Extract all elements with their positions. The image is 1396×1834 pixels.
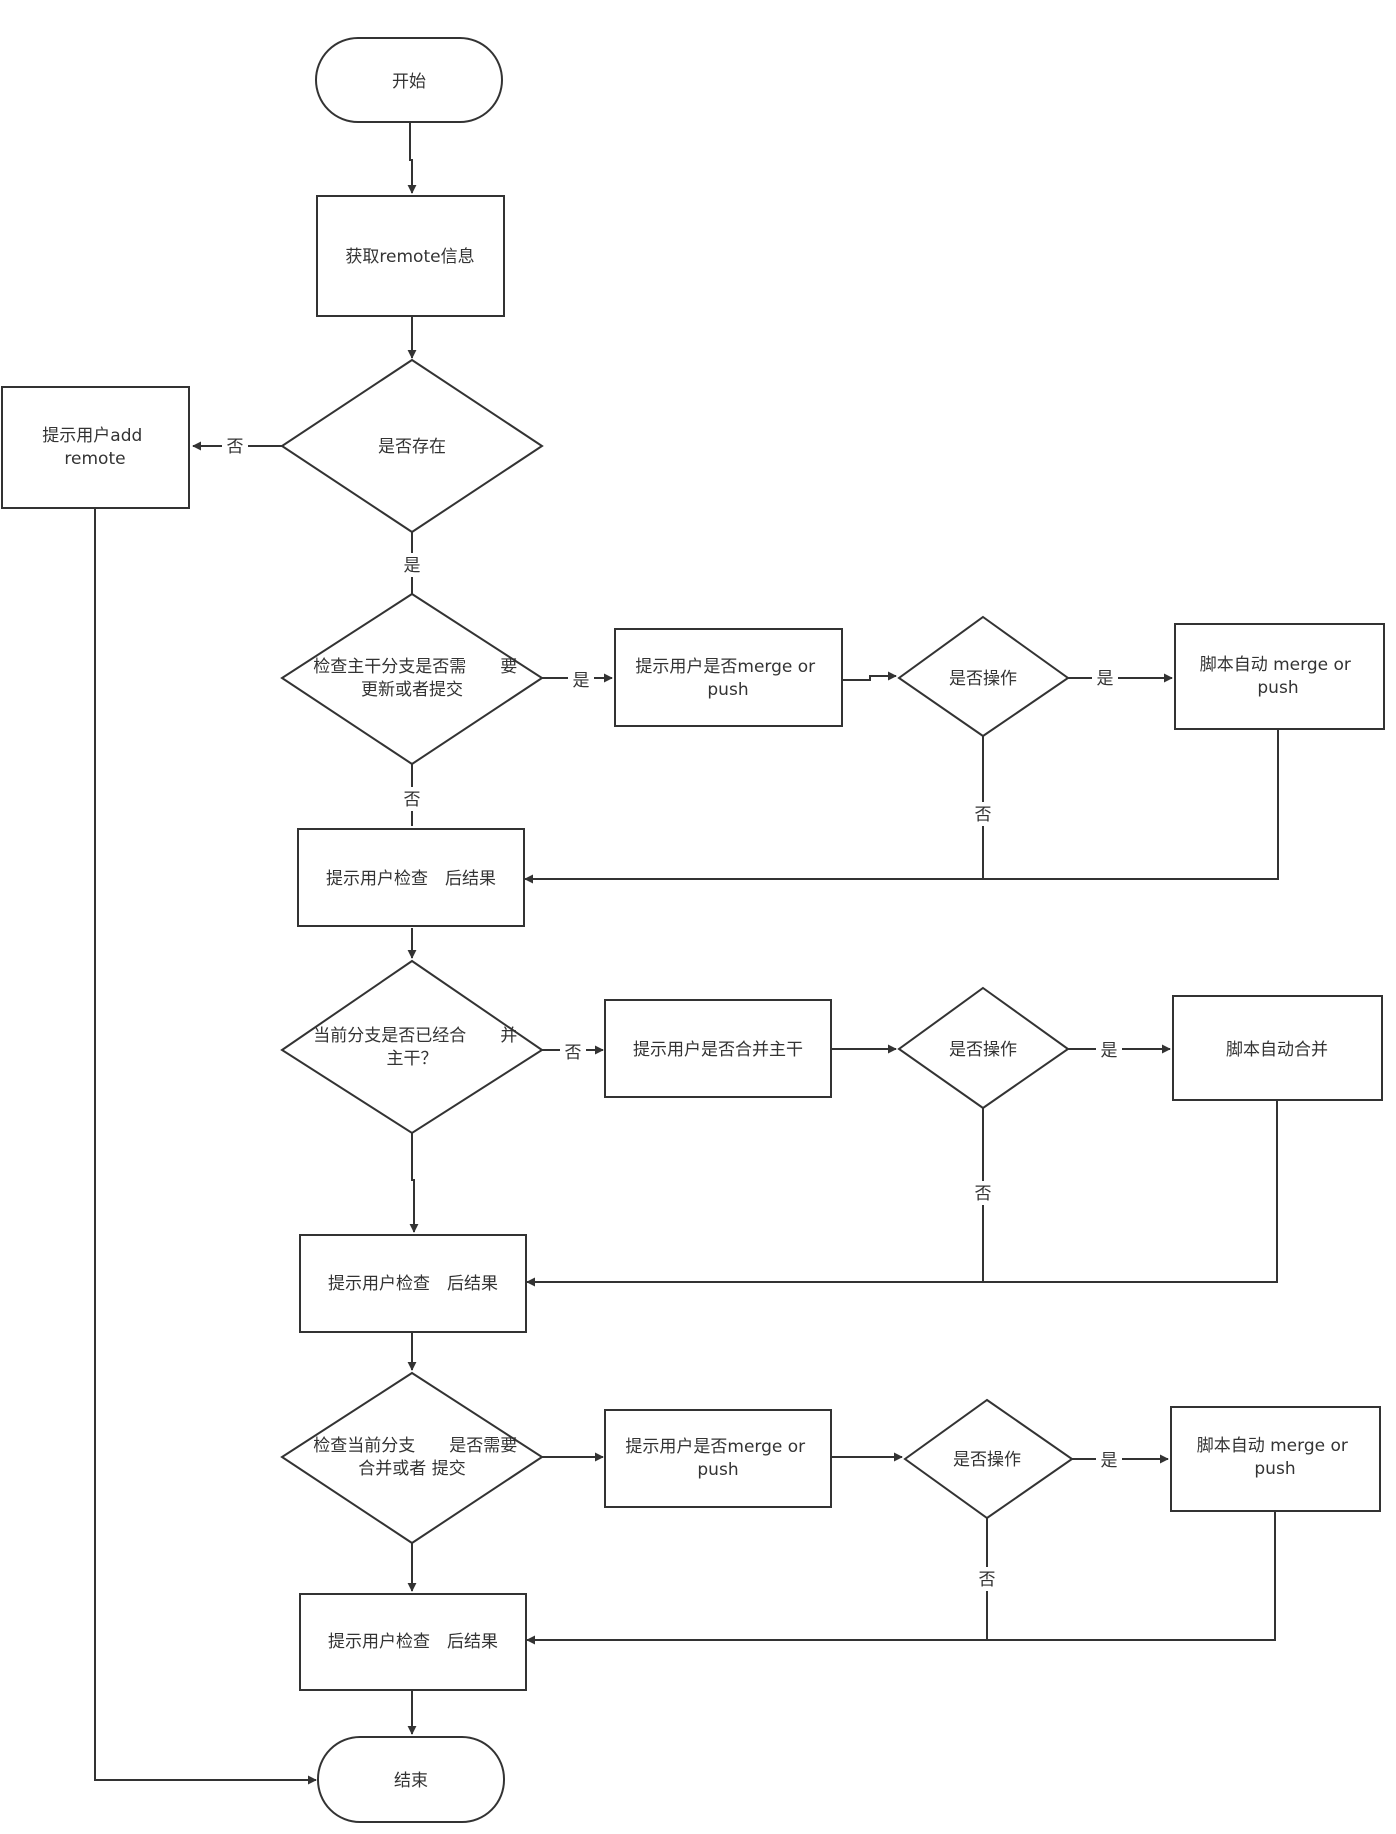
edge-auto-1-to-result-1 [524, 729, 1279, 884]
svg-text:脚本自动合并: 脚本自动合并 [1226, 1040, 1328, 1060]
edge-label-no: 否 [975, 1184, 992, 1204]
svg-text:提示用户检查 后结果: 提示用户检查 后结果 [328, 1632, 498, 1652]
svg-text:检查主干分支是否需 要 更新或者提交: 检查主干分支是否需 要 更新或者提交 [313, 657, 522, 700]
node-auto-merge-1: 脚本自动 merge or push [1174, 623, 1385, 730]
node-result-1: 提示用户检查 后结果 [297, 828, 525, 927]
node-check-trunk-line-2: 更新或者提交 [361, 680, 463, 700]
node-result-1-label: 提示用户检查 后结果 [326, 869, 496, 889]
node-check-trunk-decision: 检查主干分支是否需 要 更新或者提交 [280, 592, 544, 766]
svg-text:开始: 开始 [392, 72, 426, 92]
node-prompt-merge-1-line-1: 提示用户是否merge or [635, 657, 815, 677]
svg-text:获取remote信息: 获取remote信息 [345, 247, 474, 267]
node-prompt-merge-1-line-2: push [707, 680, 748, 700]
node-operate-3-decision: 是否操作 [903, 1398, 1074, 1520]
node-operate-2-decision: 是否操作 [897, 986, 1070, 1110]
node-operate-2-label: 是否操作 [949, 1040, 1017, 1060]
edge-label-no: 否 [227, 437, 244, 457]
edge-label-no: 否 [404, 790, 421, 810]
node-check-branch-decision: 检查当前分支 是否需要 合并或者 提交 [280, 1371, 544, 1545]
edge-add-remote-to-end [94, 508, 317, 1785]
edge-merged-to-result-2 [409, 1133, 419, 1233]
node-auto-merge-3-line-1: 脚本自动 merge or [1197, 1436, 1348, 1456]
svg-text:检查当前分支 是否需要 合并或者 提交: 检查当前分支 是否需要 合并或者 提交 [313, 1436, 522, 1479]
node-prompt-merge-3-line-1: 提示用户是否merge or [625, 1437, 805, 1457]
svg-text:是否操作: 是否操作 [949, 669, 1017, 689]
node-result-3: 提示用户检查 后结果 [299, 1593, 527, 1691]
edge-label-yes: 是 [1101, 1041, 1118, 1061]
edge-label-yes: 是 [1097, 669, 1114, 689]
node-end-label: 结束 [394, 1771, 428, 1791]
node-auto-merge-3-line-2: push [1254, 1459, 1295, 1479]
node-operate-3-label: 是否操作 [953, 1450, 1021, 1470]
node-start-label: 开始 [392, 72, 426, 92]
node-prompt-merge-trunk-label: 提示用户是否合并主干 [633, 1040, 803, 1060]
svg-text:提示用户是否合并主干: 提示用户是否合并主干 [633, 1040, 803, 1060]
node-prompt-merge-3-line-2: push [697, 1460, 738, 1480]
node-merged-decision: 当前分支是否已经合 并 主干？ [280, 959, 544, 1135]
edge-label-yes: 是 [1101, 1451, 1118, 1471]
svg-text:脚本自动 merge or push: 脚本自动 merge or push [1197, 1436, 1354, 1479]
node-end: 结束 [317, 1736, 505, 1823]
svg-text:提示用户add remote: 提示用户add remote [42, 426, 147, 469]
svg-text:是否操作: 是否操作 [949, 1040, 1017, 1060]
svg-text:提示用户检查 后结果: 提示用户检查 后结果 [326, 869, 496, 889]
node-result-2-label: 提示用户检查 后结果 [328, 1274, 498, 1294]
svg-text:是否操作: 是否操作 [953, 1450, 1021, 1470]
node-get-remote-label: 获取remote信息 [345, 247, 474, 267]
node-prompt-merge-1: 提示用户是否merge or push [614, 628, 843, 727]
connectors [94, 122, 1279, 1785]
node-merged-line-1: 当前分支是否已经合 并 [313, 1026, 517, 1046]
edge-label-no: 否 [979, 1570, 996, 1590]
node-add-remote-line-2: remote [64, 449, 125, 469]
node-result-2: 提示用户检查 后结果 [299, 1234, 527, 1333]
edge-auto-3-to-result-3 [526, 1511, 1276, 1645]
node-check-branch-line-2: 合并或者 提交 [358, 1459, 465, 1479]
node-prompt-merge-trunk: 提示用户是否合并主干 [604, 999, 832, 1098]
node-operate-1-label: 是否操作 [949, 669, 1017, 689]
node-auto-merge-2-label: 脚本自动合并 [1226, 1040, 1328, 1060]
node-operate-1-decision: 是否操作 [897, 615, 1070, 738]
node-auto-merge-2: 脚本自动合并 [1172, 995, 1383, 1101]
node-result-3-label: 提示用户检查 后结果 [328, 1632, 498, 1652]
node-get-remote: 获取remote信息 [316, 195, 505, 317]
edge-label-no: 否 [975, 805, 992, 825]
node-start: 开始 [315, 37, 503, 123]
edge-label-no: 否 [565, 1043, 582, 1063]
node-merged-line-2: 主干？ [387, 1049, 438, 1069]
edge-auto-2-to-result-2 [526, 1100, 1278, 1287]
edge-prompt-1-to-operate-1 [842, 671, 897, 681]
svg-text:当前分支是否已经合 并 主干？: 当前分支是否已经合 并 主干？ [313, 1026, 522, 1069]
edge-label-yes: 是 [404, 556, 421, 576]
node-add-remote-line-1: 提示用户add [42, 426, 142, 446]
node-auto-merge-1-line-2: push [1257, 678, 1298, 698]
node-prompt-merge-3: 提示用户是否merge or push [604, 1409, 832, 1508]
svg-text:脚本自动 merge or push: 脚本自动 merge or push [1200, 655, 1357, 698]
node-auto-merge-1-line-1: 脚本自动 merge or [1200, 655, 1351, 675]
node-exists-decision: 是否存在 [280, 358, 544, 534]
edge-labels: 否 是 是 是 否 否 否 是 否 是 否 [222, 434, 1122, 1591]
svg-text:提示用户是否merge or push: 提示用户是否merge or push [635, 657, 820, 700]
node-add-remote: 提示用户add remote [1, 386, 190, 509]
node-auto-merge-3: 脚本自动 merge or push [1170, 1406, 1381, 1512]
node-check-branch-line-1: 检查当前分支 是否需要 [313, 1436, 517, 1456]
node-exists-label: 是否存在 [378, 437, 446, 457]
edge-start-to-get-remote [407, 122, 417, 194]
node-check-trunk-line-1: 检查主干分支是否需 要 [313, 657, 517, 677]
svg-text:提示用户是否merge or push: 提示用户是否merge or push [625, 1437, 810, 1480]
svg-text:提示用户检查 后结果: 提示用户检查 后结果 [328, 1274, 498, 1294]
svg-text:结束: 结束 [394, 1771, 428, 1791]
svg-text:是否存在: 是否存在 [378, 437, 446, 457]
edge-label-yes: 是 [573, 671, 590, 691]
